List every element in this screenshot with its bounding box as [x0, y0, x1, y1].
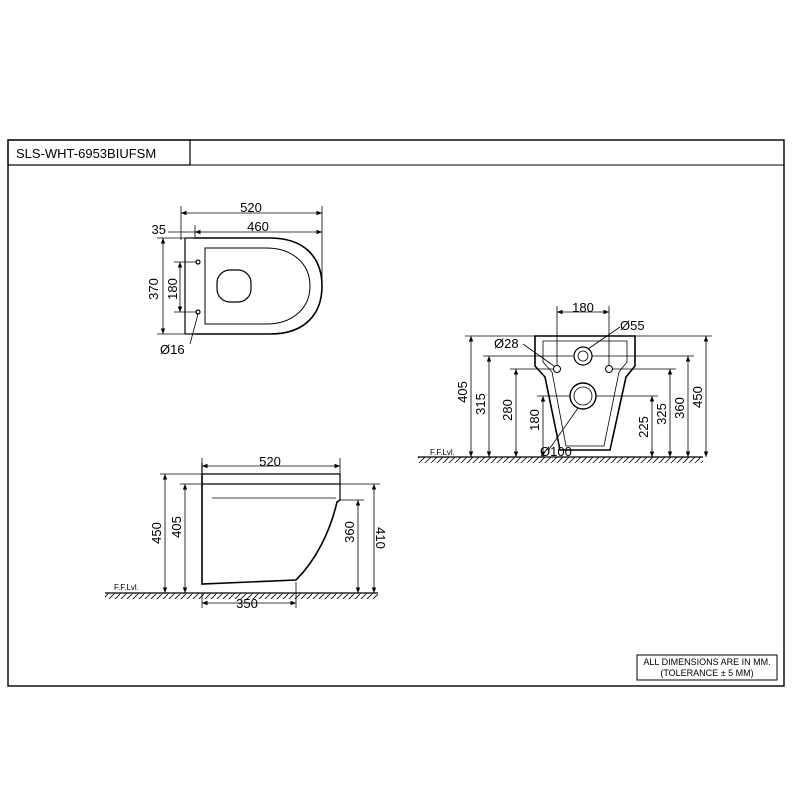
plan-width-520: 520: [240, 200, 262, 215]
rear-outlet-100: Ø100: [540, 444, 572, 459]
side-height-410: 410: [373, 527, 388, 549]
side-view-labels: 520 450 405 360 410 350 F.F.Lvl.: [114, 454, 388, 611]
drawing-code: SLS-WHT-6953BIUFSM: [16, 146, 156, 161]
rear-hole-55: Ø55: [620, 318, 645, 333]
rear-height-315: 315: [473, 393, 488, 415]
rear-view-labels: 180 Ø55 Ø28 405 315 280 180 225 325 360 …: [430, 300, 705, 459]
plan-offset-35: 35: [152, 222, 166, 237]
plan-bolts-180: 180: [165, 278, 180, 300]
plan-hole-16: Ø16: [160, 342, 185, 357]
plan-view: [184, 237, 323, 335]
rear-view-dimensions: [465, 306, 712, 457]
rear-spacing-180: 180: [572, 300, 594, 315]
side-view-dimensions: [160, 458, 380, 608]
plan-view-dimensions: [157, 206, 323, 345]
rear-height-180: 180: [527, 409, 542, 431]
side-base-350: 350: [236, 596, 258, 611]
rear-height-450: 450: [690, 386, 705, 408]
rear-height-225: 225: [636, 416, 651, 438]
rear-height-405: 405: [455, 381, 470, 403]
rear-height-325: 325: [654, 403, 669, 425]
side-view: [105, 463, 378, 599]
notes-box: ALL DIMENSIONS ARE IN MM. (TOLERANCE ± 5…: [636, 654, 778, 681]
fixing-hole-icon: [553, 365, 561, 373]
rear-floor-label: F.F.Lvl.: [430, 448, 455, 457]
side-height-405: 405: [169, 516, 184, 538]
side-height-360: 360: [342, 521, 357, 543]
plan-depth-370: 370: [146, 278, 161, 300]
plan-width-460: 460: [247, 219, 269, 234]
rear-height-280: 280: [500, 399, 515, 421]
side-height-450: 450: [149, 522, 164, 544]
rear-height-360: 360: [672, 397, 687, 419]
rear-hole-28: Ø28: [494, 336, 519, 351]
fixing-hole-icon: [605, 365, 613, 373]
plan-view-labels: 520 460 35 370 180 Ø16: [146, 200, 269, 357]
side-floor-label: F.F.Lvl.: [114, 583, 139, 592]
note-dimensions-unit: ALL DIMENSIONS ARE IN MM.: [643, 657, 770, 667]
inlet-hole-icon: [573, 346, 593, 366]
title-block: SLS-WHT-6953BIUFSM: [7, 139, 191, 166]
side-width-520: 520: [259, 454, 281, 469]
note-tolerance: (TOLERANCE ± 5 MM): [660, 668, 753, 678]
